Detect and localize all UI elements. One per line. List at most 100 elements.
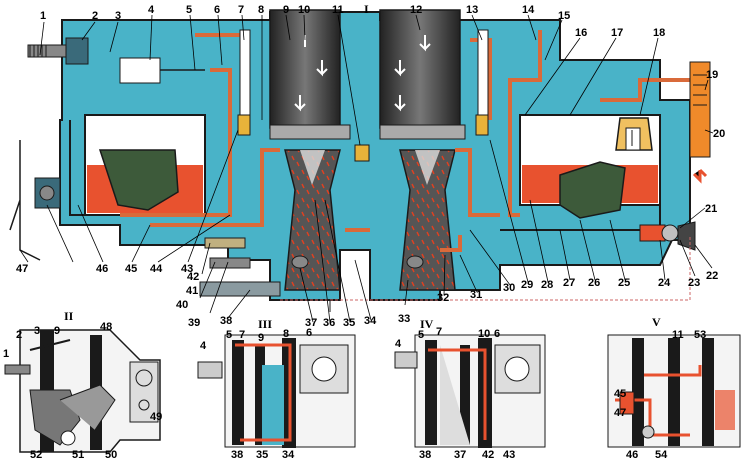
iii-callout-38: 38 [231,449,243,460]
callout-18: 18 [653,27,665,39]
iii-callout-6: 6 [306,327,312,339]
callout-26: 26 [588,277,600,289]
callout-14: 14 [522,4,535,16]
iv-callout-10: 10 [478,328,490,340]
inset-ii-side-view: II 1 2 3 9 48 49 50 51 52 [3,309,162,460]
iv-callout-5: 5 [418,329,424,341]
v-callout-54: 54 [655,449,668,460]
adjusting-valve [639,221,696,251]
callout-32: 32 [437,292,449,304]
callout-24: 24 [658,277,671,289]
callout-28: 28 [541,279,553,291]
callout-5: 5 [186,4,192,16]
v-callout-45: 45 [614,388,626,400]
primary-venturi [284,149,341,291]
section-label-main: I [364,2,369,16]
callout-43: 43 [181,263,193,275]
section-label-iii: III [258,317,272,331]
right-float [559,161,626,219]
ii-callout-49: 49 [150,411,162,423]
callout-1: 1 [40,10,46,22]
callout-41: 41 [186,285,198,297]
callout-13: 13 [466,4,478,16]
left-float [98,149,179,211]
iv-callout-6: 6 [494,328,500,340]
ii-callout-9: 9 [54,325,60,337]
callout-22: 22 [706,270,718,282]
iii-callout-8: 8 [283,328,289,340]
iii-callout-5: 5 [226,329,232,341]
iv-callout-37: 37 [454,449,466,460]
iii-callout-9: 9 [258,332,264,344]
callout-11: 11 [332,4,344,16]
callout-21: 21 [705,203,717,215]
iii-callout-34: 34 [282,449,295,460]
fuel-inlet [689,61,711,184]
v-callout-46: 46 [626,449,638,460]
inset-iii-section: III 4 5 7 9 8 6 38 35 34 [197,317,356,460]
callout-36: 36 [323,317,335,329]
lower-shaft [199,281,281,297]
v-callout-11: 11 [672,329,684,341]
callout-31: 31 [470,289,482,301]
callout-39: 39 [188,317,200,329]
secondary-air-intake [379,9,461,129]
callout-15: 15 [558,10,570,22]
v-callout-47: 47 [614,407,626,419]
iv-callout-4: 4 [395,338,402,350]
callout-8: 8 [258,4,264,16]
iv-callout-43: 43 [503,449,515,460]
ii-callout-2: 2 [16,329,22,341]
needle-valve [615,117,653,151]
main-jet-left [237,114,251,136]
callout-29: 29 [521,279,533,291]
accelerator-pump [9,140,61,261]
callout-7: 7 [238,4,244,16]
callout-47: 47 [16,263,28,275]
iii-callout-7: 7 [239,329,245,341]
callout-3: 3 [115,10,121,22]
callout-9: 9 [283,4,289,16]
ii-callout-3: 3 [34,325,40,337]
v-callout-53: 53 [694,329,706,341]
callout-20: 20 [713,128,725,140]
callout-25: 25 [618,277,630,289]
callout-23: 23 [688,277,700,289]
callout-4: 4 [148,4,155,16]
inset-v-section: V 11 53 45 47 46 54 [607,315,741,460]
callout-16: 16 [575,27,587,39]
callout-34: 34 [364,315,377,327]
section-label-ii: II [64,309,74,323]
callout-33: 33 [398,313,410,325]
iv-callout-38: 38 [419,449,431,460]
iv-callout-42: 42 [482,449,494,460]
callout-17: 17 [611,27,623,39]
ii-callout-1: 1 [3,348,9,360]
callout-38: 38 [220,315,232,327]
main-section-view [9,9,711,312]
callout-12: 12 [410,4,422,16]
section-label-iv: IV [420,317,434,331]
callout-42: 42 [187,271,199,283]
main-callout-leaders [19,14,714,323]
ii-callout-51: 51 [72,449,84,460]
main-callout-labels: 1 2 3 4 5 6 7 8 9 10 11 I 12 13 14 15 16… [16,2,725,329]
idle-jet [354,144,370,162]
ii-callout-48: 48 [100,321,112,333]
iii-callout-4: 4 [200,340,207,352]
ii-callout-50: 50 [105,449,117,460]
section-label-v: V [652,315,661,329]
callout-40: 40 [176,299,188,311]
main-jet-right [475,114,489,136]
callout-46: 46 [96,263,108,275]
callout-19: 19 [706,69,718,81]
iv-callout-7: 7 [436,326,442,338]
callout-10: 10 [298,4,310,16]
callout-2: 2 [92,10,98,22]
callout-37: 37 [305,317,317,329]
callout-27: 27 [563,277,575,289]
callout-44: 44 [150,263,163,275]
primary-air-intake [269,9,341,129]
callout-6: 6 [214,4,220,16]
